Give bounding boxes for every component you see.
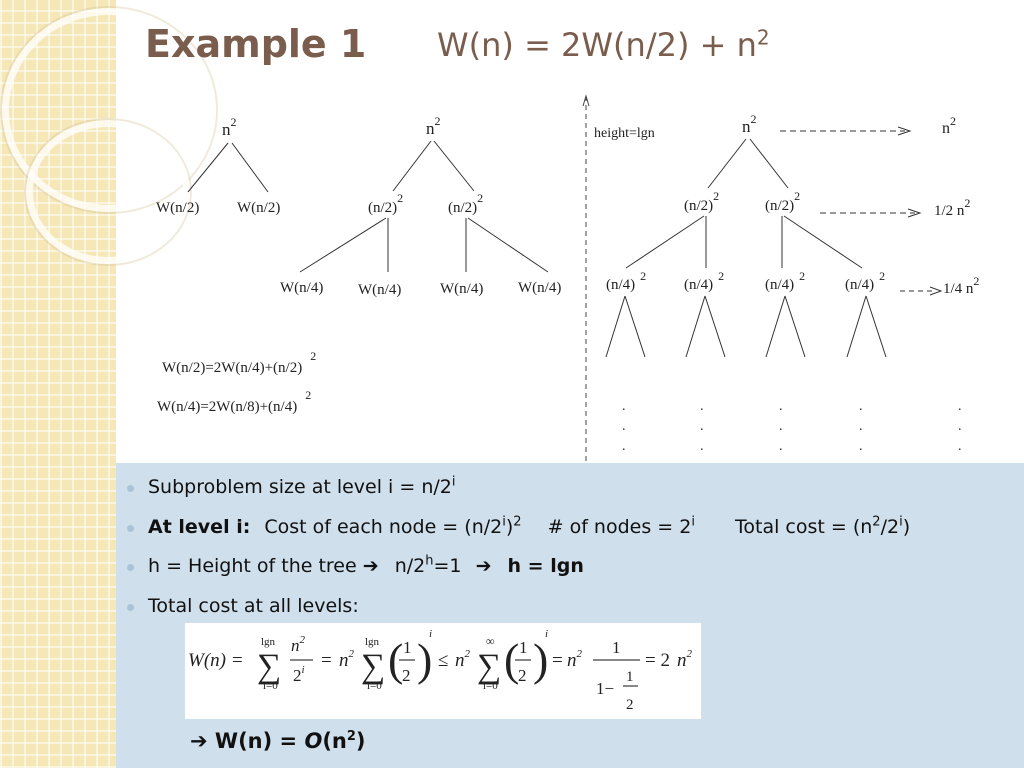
svg-text:n2: n2 xyxy=(339,648,355,671)
slide-title: Example 1 xyxy=(145,22,367,66)
svg-text:.: . xyxy=(622,419,626,434)
svg-text:∞: ∞ xyxy=(486,634,495,648)
svg-text:.: . xyxy=(779,399,783,414)
svg-text:1: 1 xyxy=(612,638,621,657)
svg-text:∑: ∑ xyxy=(477,648,501,685)
svg-text:.: . xyxy=(700,399,704,414)
svg-text:.: . xyxy=(958,399,962,414)
svg-text:(: ( xyxy=(388,634,403,685)
tree2-leaf-3: W(n/4) xyxy=(440,281,483,297)
svg-text:=: = xyxy=(552,650,563,671)
tree3-l2-1: (n/4)2 xyxy=(606,269,646,293)
svg-text:∑: ∑ xyxy=(257,648,281,685)
svg-text:≤: ≤ xyxy=(438,650,448,671)
svg-text:i: i xyxy=(545,628,548,640)
svg-text:1: 1 xyxy=(519,638,528,657)
svg-text:=: = xyxy=(321,650,332,671)
svg-text:= 2: = 2 xyxy=(645,650,670,671)
bullet-list: Subproblem size at level i = n/2i At lev… xyxy=(126,474,910,633)
svg-text:i: i xyxy=(429,628,432,640)
tree2-leaf-2: W(n/4) xyxy=(358,282,401,298)
recurrence-1: W(n/2)=2W(n/4)+(n/2)2 xyxy=(162,349,316,376)
tree3-l2-4: (n/4)2 xyxy=(845,269,885,293)
tree1-right-child: W(n/2) xyxy=(237,200,280,216)
svg-text:.: . xyxy=(622,399,626,414)
tree3-root: n2 xyxy=(742,112,757,136)
bullet-subproblem-size: Subproblem size at level i = n/2i xyxy=(126,474,910,514)
arrow-icon: ➔ xyxy=(475,555,492,577)
svg-text:i=0: i=0 xyxy=(483,680,498,692)
svg-text:n2: n2 xyxy=(677,648,693,671)
svg-text:1−: 1− xyxy=(596,679,614,698)
svg-text:W(n) =: W(n) = xyxy=(188,650,244,671)
tree3-l1-right: (n/2)2 xyxy=(765,189,800,214)
svg-text:lgn: lgn xyxy=(261,636,276,648)
svg-text:(: ( xyxy=(504,634,519,685)
decorative-ring-bottom xyxy=(26,120,190,264)
tree3-l2-3: (n/4)2 xyxy=(765,269,805,293)
conclusion: ➔ W(n) = O(n2) xyxy=(190,729,366,753)
bullet-level-cost: At level i: Cost of each node = (n/2i)2 … xyxy=(126,514,910,554)
svg-text:i=0: i=0 xyxy=(263,680,278,692)
bullet-total-cost: Total cost at all levels: xyxy=(126,593,910,633)
summation-formula: W(n) = lgn ∑ i=0 n2 2i = n2 lgn ∑ i=0 ( … xyxy=(188,628,693,713)
svg-text:.: . xyxy=(779,419,783,434)
decorative-sidebar xyxy=(0,0,216,768)
svg-text:∑: ∑ xyxy=(361,648,385,685)
svg-text:2i: 2i xyxy=(293,664,305,685)
svg-text:1: 1 xyxy=(626,669,634,685)
tree-3: height=lgn n2 (n/2)2 (n/2)2 (n/4)2 (n/4)… xyxy=(594,112,979,454)
tree1-left-child: W(n/2) xyxy=(156,200,199,216)
arrow-icon: ➔ xyxy=(362,555,379,577)
svg-text:n2: n2 xyxy=(567,648,583,671)
height-label: height=lgn xyxy=(594,126,655,141)
recursion-tree-diagram: n2 W(n/2) W(n/2) n2 (n/2)2 (n/2)2 W(n/4)… xyxy=(156,94,979,462)
svg-text:.: . xyxy=(958,419,962,434)
slide-title-equation: W(n) = 2W(n/2) + n2 xyxy=(437,25,770,64)
recurrence-2: W(n/4)=2W(n/8)+(n/4)2 xyxy=(157,388,311,415)
svg-text:.: . xyxy=(700,419,704,434)
svg-text:1: 1 xyxy=(403,638,412,657)
svg-text:.: . xyxy=(622,439,626,454)
continuation-dots: ... ... ... ... ... xyxy=(622,399,962,454)
svg-text:n2: n2 xyxy=(291,634,306,655)
svg-text:2: 2 xyxy=(626,697,634,713)
tree1-root: n2 xyxy=(222,115,237,139)
svg-text:.: . xyxy=(958,439,962,454)
svg-text:2: 2 xyxy=(518,666,527,685)
svg-text:): ) xyxy=(533,634,548,685)
cost-level-1: 1/2 n2 xyxy=(934,196,970,219)
tree2-leaf-4: W(n/4) xyxy=(518,280,561,296)
formula-box: W(n) = lgn ∑ i=0 n2 2i = n2 lgn ∑ i=0 ( … xyxy=(185,623,701,719)
svg-text:.: . xyxy=(859,399,863,414)
arrow-icon: ➔ xyxy=(190,729,208,753)
bullet-tree-height: h = Height of the tree ➔ n/2h=1 ➔ h = lg… xyxy=(126,553,910,593)
cost-level-2: 1/4 n2 xyxy=(943,274,979,297)
tree-2: n2 (n/2)2 (n/2)2 W(n/4) W(n/4) W(n/4) W(… xyxy=(280,114,561,298)
tree3-l2-2: (n/4)2 xyxy=(684,269,724,293)
svg-text:.: . xyxy=(779,439,783,454)
cost-level-0: n2 xyxy=(942,114,956,137)
svg-text:.: . xyxy=(700,439,704,454)
tree2-leaf-1: W(n/4) xyxy=(280,280,323,296)
svg-text:n2: n2 xyxy=(455,648,471,671)
tree2-mid-left: (n/2)2 xyxy=(368,191,403,216)
tree3-l1-left: (n/2)2 xyxy=(684,189,719,214)
svg-text:): ) xyxy=(417,634,432,685)
svg-text:.: . xyxy=(859,419,863,434)
svg-text:.: . xyxy=(859,439,863,454)
svg-text:lgn: lgn xyxy=(365,636,380,648)
tree-1: n2 W(n/2) W(n/2) xyxy=(156,115,280,216)
tree2-root: n2 xyxy=(426,114,441,138)
svg-text:i=0: i=0 xyxy=(367,680,382,692)
tree2-mid-right: (n/2)2 xyxy=(448,191,483,216)
svg-text:2: 2 xyxy=(402,666,411,685)
